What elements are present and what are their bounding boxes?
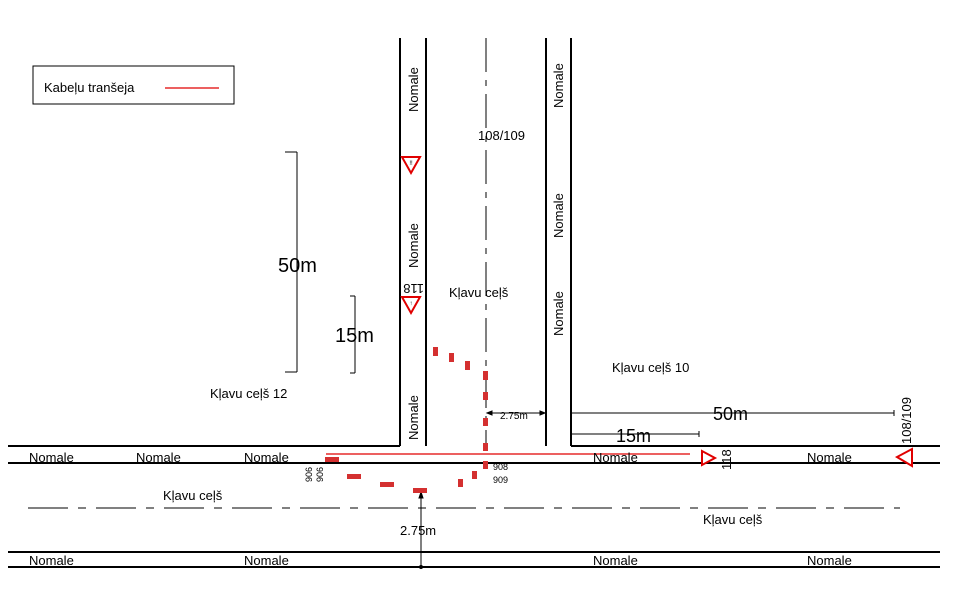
dimension-50m-label: 50m: [278, 255, 317, 277]
barrier-marker: [483, 461, 488, 469]
side-road: [399, 38, 572, 446]
road-name-label: Kļavu ceļš: [703, 512, 763, 527]
dimension-50m-label: 50m: [713, 404, 748, 424]
address-label-10: Kļavu ceļš 10: [612, 360, 689, 375]
shoulder-label: Nomale: [406, 67, 421, 112]
shoulder-label: Nomale: [807, 450, 852, 465]
shoulder-label: Nomale: [551, 193, 566, 238]
barrier-marker: [483, 418, 488, 426]
dimension-50m-vertical: [285, 151, 298, 373]
sign-118-top: ↑ 118: [400, 281, 424, 316]
barrier-markers: [325, 347, 488, 493]
dimension-lane-width-main: [418, 490, 424, 569]
shoulder-label: Nomale: [406, 223, 421, 268]
barrier-marker: [483, 392, 488, 400]
sign-number-label: 118: [719, 449, 734, 470]
warning-triangle-icon: [400, 156, 422, 176]
barrier-marker: [458, 479, 463, 487]
shoulder-label: Nomale: [29, 450, 74, 465]
sign-118-right: 118: [701, 449, 734, 470]
dimension-lane-width-side: [485, 410, 547, 416]
road-names: Kļavu ceļš Kļavu ceļš Kļavu ceļš Kļavu c…: [163, 285, 763, 527]
shoulder-labels-horizontal: Nomale Nomale Nomale Nomale Nomale Nomal…: [29, 450, 852, 568]
shoulder-label: Nomale: [807, 553, 852, 568]
legend-box: [32, 65, 235, 105]
yield-sign-icon: [701, 449, 718, 467]
barrier-marker: [347, 474, 361, 479]
barrier-marker: [380, 482, 394, 487]
shoulder-label: Nomale: [551, 291, 566, 336]
yield-sign-icon: [400, 296, 422, 316]
legend-label: Kabeļu tranšeja: [44, 80, 135, 95]
barrier-marker: [483, 371, 488, 380]
shoulder-label: Nomale: [136, 450, 181, 465]
road-name-label: Kļavu ceļš: [163, 488, 223, 503]
shoulder-labels-vertical: Nomale Nomale Nomale Nomale Nomale Nomal…: [406, 63, 566, 440]
dimension-15m-label: 15m: [335, 325, 374, 347]
barrier-marker: [465, 361, 470, 370]
barrier-marker: [449, 353, 454, 362]
sign-108-top: !! 108/109: [400, 128, 525, 176]
main-road: [8, 445, 940, 568]
dimension-50m-horizontal: [570, 410, 895, 416]
barrier-marker: [483, 443, 488, 451]
shoulder-label: Nomale: [29, 553, 74, 568]
lane-width-label: 2.75m: [500, 411, 528, 422]
legend: Kabeļu tranšeja: [32, 65, 235, 105]
barrier-marker: [413, 488, 427, 493]
sign-icon-glyph: !!: [409, 161, 413, 167]
sign-number-label: 118: [403, 281, 424, 296]
shoulder-label: Nomale: [244, 450, 289, 465]
sign-number-label: 108/109: [478, 128, 525, 143]
dimension-15m-vertical: [350, 295, 356, 374]
road-name-label: Kļavu ceļš: [449, 285, 509, 300]
shoulder-label: Nomale: [593, 553, 638, 568]
sign-number-label: 906: [304, 467, 314, 482]
sign-number-label: 909: [493, 475, 508, 485]
sign-icon-glyph: ↑: [410, 301, 413, 307]
shoulder-label: Nomale: [244, 553, 289, 568]
dimension-15m-horizontal: [570, 431, 700, 444]
sign-number-label: 908: [493, 462, 508, 472]
warning-triangle-icon: [894, 447, 913, 468]
barrier-marker: [433, 347, 438, 356]
address-label-12: Kļavu ceļš 12: [210, 386, 287, 401]
lane-width-label: 2.75m: [400, 523, 436, 538]
shoulder-label: Nomale: [406, 395, 421, 440]
sign-108-right: 108/109: [894, 397, 914, 468]
barrier-marker: [472, 471, 477, 479]
shoulder-label: Nomale: [551, 63, 566, 108]
barrier-marker: [325, 457, 339, 462]
sign-number-label: 906: [315, 467, 325, 482]
shoulder-label: Nomale: [593, 450, 638, 465]
sign-number-label: 108/109: [899, 397, 914, 444]
dimension-15m-label: 15m: [616, 426, 651, 446]
